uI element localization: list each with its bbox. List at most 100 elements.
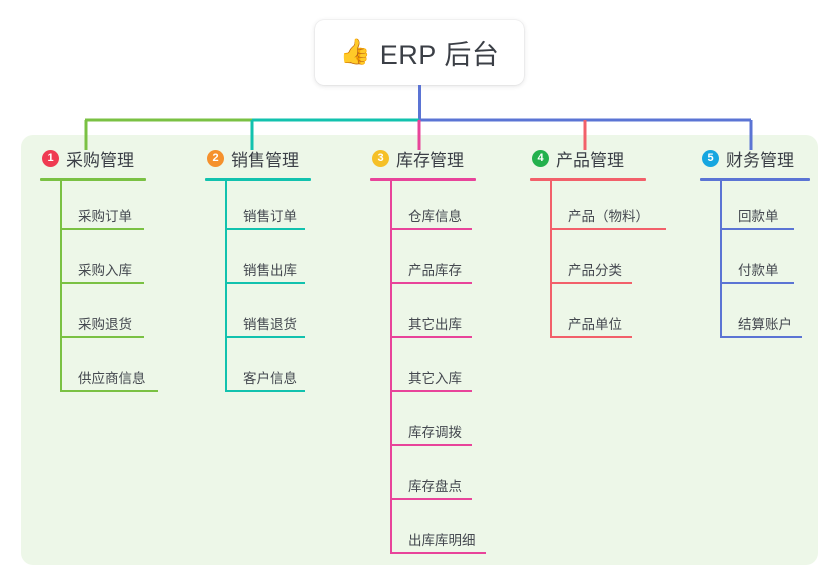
branch-trunk-line: [390, 181, 392, 554]
branch-item[interactable]: 采购订单: [40, 181, 190, 235]
branch-item-rule: [390, 336, 472, 338]
branch-item-label: 采购退货: [78, 317, 132, 332]
branch-trunk-line: [720, 181, 722, 338]
branch-item-label: 出库库明细: [408, 533, 476, 548]
branch-item-label: 产品分类: [568, 263, 622, 278]
branch-item-label: 其它出库: [408, 317, 462, 332]
branch-title: 销售管理: [231, 150, 299, 170]
branch-item[interactable]: 其它入库: [370, 343, 520, 397]
branch-item[interactable]: 结算账户: [700, 289, 839, 343]
branch-item-label: 仓库信息: [408, 209, 462, 224]
branch-item-rule: [720, 336, 802, 338]
branch-item-rule: [225, 390, 305, 392]
branch-item[interactable]: 其它出库: [370, 289, 520, 343]
branch-item-rule: [550, 228, 666, 230]
branch-item[interactable]: 出库库明细: [370, 505, 520, 559]
branch-item[interactable]: 产品（物料）: [530, 181, 680, 235]
branch-item[interactable]: 产品库存: [370, 235, 520, 289]
branch-title: 财务管理: [726, 150, 794, 170]
branch-badge-icon: 4: [532, 149, 549, 167]
branch-item[interactable]: 回款单: [700, 181, 839, 235]
branch-item-rule: [225, 336, 305, 338]
branch-badge-icon: 1: [42, 149, 59, 167]
root-node-title: ERP 后台: [379, 40, 500, 70]
branch-column-4: 4 产品管理产品（物料） 产品分类产品单位: [530, 146, 680, 343]
branch-header-2[interactable]: 2 销售管理: [205, 146, 355, 170]
branch-item-rule: [390, 228, 472, 230]
branch-badge-icon: 2: [207, 149, 224, 167]
branch-item-label: 结算账户: [738, 317, 792, 332]
branch-header-rule: [40, 178, 146, 181]
branch-title: 产品管理: [556, 150, 624, 170]
branch-item-label: 供应商信息: [78, 371, 146, 386]
branch-title: 采购管理: [66, 150, 134, 170]
branch-item-label: 产品单位: [568, 317, 622, 332]
branch-item-list: 采购订单采购入库采购退货供应商信息: [40, 181, 190, 397]
branch-item-rule: [390, 498, 472, 500]
branch-item[interactable]: 销售订单: [205, 181, 355, 235]
branch-item-rule: [390, 552, 486, 554]
branch-column-1: 1 采购管理采购订单采购入库采购退货供应商信息: [40, 146, 190, 397]
branches-panel: [21, 135, 818, 565]
branch-header-rule: [530, 178, 646, 181]
branch-item-label: 库存盘点: [408, 479, 462, 494]
branch-trunk-line: [225, 181, 227, 392]
branch-item-label: 采购入库: [78, 263, 132, 278]
branch-item[interactable]: 仓库信息: [370, 181, 520, 235]
branch-item-label: 销售退货: [243, 317, 297, 332]
branch-item-list: 仓库信息产品库存其它出库其它入库库存调拨库存盘点出库库明细: [370, 181, 520, 559]
branch-item[interactable]: 客户信息: [205, 343, 355, 397]
branch-item-label: 回款单: [738, 209, 779, 224]
branch-column-5: 5 财务管理回款单付款单结算账户: [700, 146, 839, 343]
branch-header-3[interactable]: 3 库存管理: [370, 146, 520, 170]
branch-item-rule: [550, 282, 632, 284]
branch-item-list: 产品（物料） 产品分类产品单位: [530, 181, 680, 343]
branch-header-rule: [205, 178, 311, 181]
root-node-card[interactable]: 👍 ERP 后台: [315, 20, 524, 85]
branch-header-rule: [700, 178, 810, 181]
branch-item-rule: [720, 282, 794, 284]
branch-column-2: 2 销售管理销售订单销售出库销售退货客户信息: [205, 146, 355, 397]
branch-item-rule: [720, 228, 794, 230]
branch-item-rule: [390, 282, 472, 284]
branch-item-rule: [60, 228, 144, 230]
branch-item-rule: [60, 336, 144, 338]
branch-trunk-line: [550, 181, 552, 338]
branch-item-rule: [225, 228, 305, 230]
branch-item-label: 产品库存: [408, 263, 462, 278]
branch-item[interactable]: 供应商信息: [40, 343, 190, 397]
branch-item-label: 销售出库: [243, 263, 297, 278]
branch-item-label: 采购订单: [78, 209, 132, 224]
branch-item[interactable]: 销售出库: [205, 235, 355, 289]
branch-item-list: 销售订单销售出库销售退货客户信息: [205, 181, 355, 397]
branch-item-label: 其它入库: [408, 371, 462, 386]
branch-header-1[interactable]: 1 采购管理: [40, 146, 190, 170]
branch-column-3: 3 库存管理仓库信息产品库存其它出库其它入库库存调拨库存盘点出库库明细: [370, 146, 520, 559]
branch-badge-icon: 5: [702, 149, 719, 167]
branch-trunk-line: [60, 181, 62, 392]
branch-item-rule: [390, 390, 472, 392]
branch-item-label: 付款单: [738, 263, 779, 278]
branch-item-label: 客户信息: [243, 371, 297, 386]
branch-item-list: 回款单付款单结算账户: [700, 181, 839, 343]
branch-item[interactable]: 库存盘点: [370, 451, 520, 505]
branch-header-rule: [370, 178, 476, 181]
branch-item[interactable]: 库存调拨: [370, 397, 520, 451]
branch-item[interactable]: 产品单位: [530, 289, 680, 343]
branch-item-rule: [60, 390, 158, 392]
branch-title: 库存管理: [396, 150, 464, 170]
branch-badge-icon: 3: [372, 149, 389, 167]
branch-item[interactable]: 付款单: [700, 235, 839, 289]
branch-item-label: 产品（物料）: [568, 209, 649, 224]
branch-header-5[interactable]: 5 财务管理: [700, 146, 839, 170]
branch-item[interactable]: 产品分类: [530, 235, 680, 289]
branch-item-rule: [390, 444, 472, 446]
branch-item-label: 销售订单: [243, 209, 297, 224]
branch-item[interactable]: 采购退货: [40, 289, 190, 343]
thumbs-up-icon: 👍: [339, 38, 371, 66]
branch-item-rule: [225, 282, 305, 284]
branch-item[interactable]: 采购入库: [40, 235, 190, 289]
branch-header-4[interactable]: 4 产品管理: [530, 146, 680, 170]
branch-item[interactable]: 销售退货: [205, 289, 355, 343]
